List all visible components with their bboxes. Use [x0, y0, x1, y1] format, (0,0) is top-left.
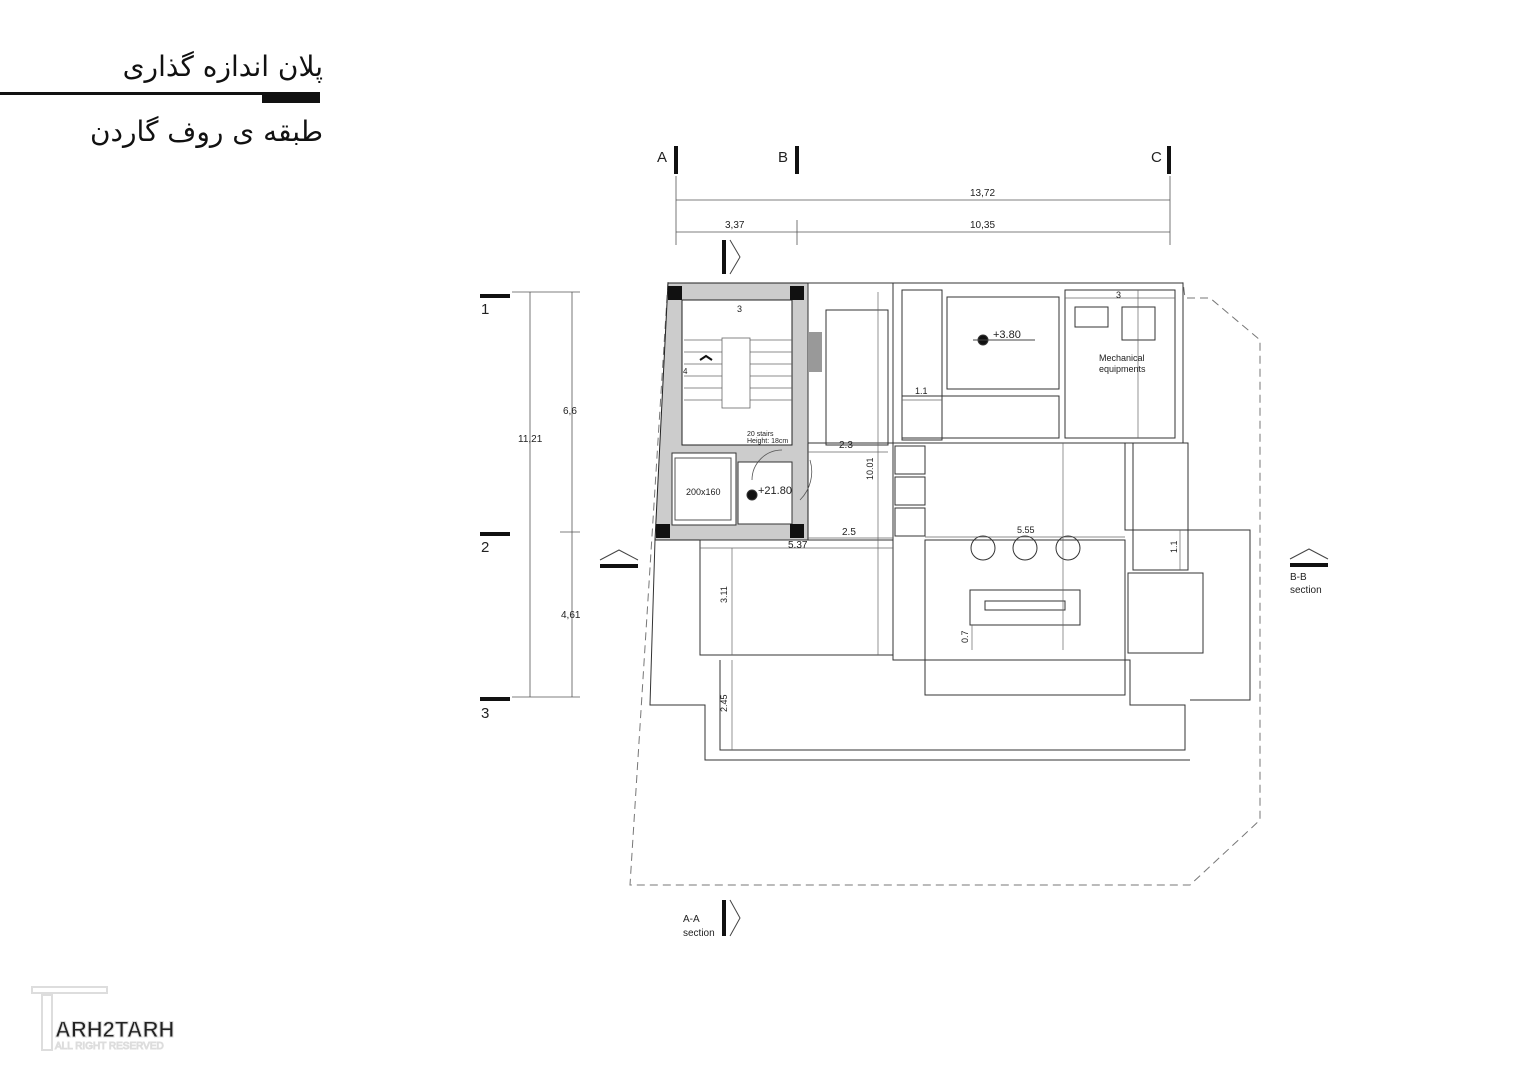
- grid-label-b: B: [778, 149, 788, 166]
- stairs-height-label: Height: 18cm: [747, 438, 788, 445]
- mechanical-label: Mechanical: [1099, 353, 1145, 363]
- floor-title: طبقه ی روف گاردن: [89, 115, 323, 148]
- grid-label-1: 1: [481, 301, 489, 318]
- dim-stair-depth: 4: [683, 367, 688, 376]
- dim-1-1-b: 1.1: [1169, 540, 1179, 553]
- grid-column-markers: A B C: [657, 146, 1171, 174]
- dim-10-01: 10.01: [865, 457, 875, 480]
- dim-5-37: 5.37: [788, 540, 808, 551]
- section-aa-label: A-A: [683, 914, 700, 925]
- equipments-label: equipments: [1099, 364, 1146, 374]
- plan-title: پلان اندازه گذاری: [122, 50, 323, 83]
- grid-label-2: 2: [481, 539, 489, 556]
- section-bb-sublabel: section: [1290, 585, 1322, 596]
- watermark-pillar-icon: ARH2TARH ALL RIGHT RESERVED: [31, 986, 175, 1053]
- dim-1-1-a: 1.1: [915, 386, 928, 396]
- section-marker-aa-bottom: A-A section: [683, 899, 741, 939]
- dim-0-7: 0.7: [960, 630, 970, 643]
- grid-label-3: 3: [481, 705, 489, 722]
- interior-dimensions: [700, 290, 1181, 750]
- dim-span-23: 4,61: [561, 610, 581, 621]
- title-rule: [0, 92, 320, 95]
- dim-span-ab: 3,37: [725, 220, 745, 231]
- section-marker-bb-left: [599, 549, 639, 568]
- stair-direction-icon: [699, 354, 713, 361]
- section-marker-aa-top: [722, 239, 741, 275]
- svg-text:ALL RIGHT RESERVED: ALL RIGHT RESERVED: [55, 1041, 164, 1052]
- building-walls: [649, 282, 1251, 761]
- dim-span-12: 6,6: [563, 406, 577, 417]
- dim-stair-width: 3: [737, 304, 742, 314]
- section-bb-label: B-B: [1290, 572, 1307, 583]
- dim-2-3: 2.3: [839, 440, 853, 451]
- grid-row-markers: 1 2 3: [480, 294, 510, 722]
- level-upper: +3.80: [993, 329, 1021, 341]
- grid-label-a: A: [657, 149, 667, 166]
- dim-3: 3: [1116, 290, 1121, 300]
- dim-overall-width: 13,72: [970, 188, 995, 199]
- watermark-logo: ARH2TARH ALL RIGHT RESERVED: [30, 985, 235, 1055]
- dim-5-55: 5.55: [1017, 525, 1035, 535]
- dim-2-5: 2.5: [842, 527, 856, 538]
- dim-span-bc: 10,35: [970, 220, 995, 231]
- elevator-label: 200x160: [686, 487, 721, 497]
- level-marker-icon: [746, 489, 758, 501]
- grid-label-c: C: [1151, 149, 1162, 166]
- dim-3-11: 3.11: [719, 586, 729, 603]
- left-dimensions: [512, 291, 580, 698]
- dim-2-45: 2.45: [719, 694, 729, 712]
- dim-overall-height: 11,21: [518, 434, 543, 445]
- title-rule-accent: [262, 94, 320, 103]
- section-marker-bb-right: B-B section: [1289, 548, 1329, 596]
- section-aa-sublabel: section: [683, 928, 715, 939]
- stairs-count-label: 20 stairs: [747, 431, 774, 438]
- svg-text:ARH2TARH: ARH2TARH: [55, 1017, 174, 1042]
- stair-treads: [684, 337, 792, 409]
- top-dimensions: [675, 176, 1171, 245]
- level-main: +21.80: [758, 485, 792, 497]
- site-boundary: [629, 281, 1261, 886]
